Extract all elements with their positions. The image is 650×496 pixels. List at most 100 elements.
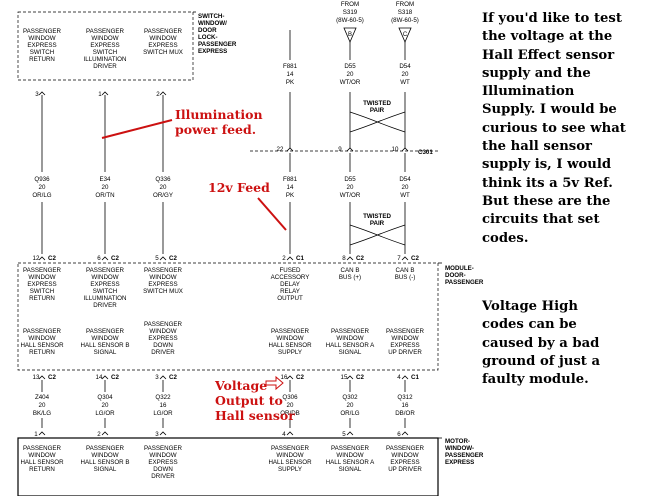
wire-label: WT xyxy=(400,79,410,86)
wire-label: Z404 xyxy=(35,394,50,401)
c301-pin-number: 10 xyxy=(392,146,399,153)
connector-pin-mark xyxy=(101,431,109,436)
connector-pin-mark xyxy=(159,375,167,380)
note-line: Illumination xyxy=(482,84,575,100)
twisted-pair-label: TWISTED xyxy=(363,100,391,107)
off-page-connector xyxy=(343,27,357,44)
wire-label: D54 xyxy=(399,63,411,70)
module-pin-label: SUPPLY xyxy=(278,349,302,356)
motor-pin-label: HALL SENSOR B xyxy=(81,459,130,466)
note-line: supply and the xyxy=(482,65,591,81)
module-connector-id: C2 xyxy=(169,374,177,381)
switch-pin-label: PASSENGER xyxy=(23,28,62,35)
connector-pin-mark xyxy=(401,256,409,261)
module-pin-label: WINDOW xyxy=(28,335,55,342)
connector-pin-mark xyxy=(159,91,167,96)
module-pin-label: ACCESSORY xyxy=(271,274,310,281)
module-pin-label: SWITCH MUX xyxy=(143,288,183,295)
switch-pin-label: SWITCH MUX xyxy=(143,49,183,56)
module-pin-number: 14 xyxy=(96,374,103,381)
module-connector-id: C1 xyxy=(411,374,419,381)
c301-label: C301 xyxy=(418,149,433,156)
connector-pin-mark xyxy=(159,431,167,436)
module-pin-label: BUS (-) xyxy=(395,274,416,281)
wire-label: PK xyxy=(286,192,295,199)
wire-label: E34 xyxy=(99,176,111,183)
wire-label: LG/OR xyxy=(95,410,115,417)
module-pin-label: HALL SENSOR xyxy=(20,342,64,349)
off-page-letter: B xyxy=(348,32,352,38)
illumination-pointer xyxy=(101,119,173,139)
module-pin-label: WINDOW xyxy=(149,328,176,335)
connector-pin-mark xyxy=(346,147,354,152)
module-pin-label: EXPRESS xyxy=(27,281,56,288)
motor-pin-label: DOWN xyxy=(153,466,173,473)
wire-label: 20 xyxy=(287,402,294,409)
switch-section-label: DOOR xyxy=(198,27,217,34)
module-pin-label: ILLUMINATION xyxy=(84,295,127,302)
note-line: think its a 5v Ref. xyxy=(482,175,613,191)
module-pin-label: EXPRESS xyxy=(148,335,177,342)
note-line: ground of just a xyxy=(482,353,601,369)
connector-pin-mark xyxy=(38,431,46,436)
off-page-connector xyxy=(398,27,412,44)
wire-label: 20 xyxy=(402,184,409,191)
motor-pin-label: SIGNAL xyxy=(339,466,362,473)
switch-pin-label: EXPRESS xyxy=(90,42,119,49)
module-connector-id: C2 xyxy=(111,255,119,262)
module-connector-id: C2 xyxy=(296,374,304,381)
motor-pin-label: WINDOW xyxy=(91,452,118,459)
twisted-pair-label: PAIR xyxy=(370,107,385,114)
from-label: (8W-60-5) xyxy=(336,17,364,24)
connector-pin-mark xyxy=(101,91,109,96)
wire-label: WT xyxy=(400,192,410,199)
motor-pin-number: 5 xyxy=(342,431,346,438)
module-pin-label: PASSENGER xyxy=(331,328,370,335)
feed-annotation: 12v Feed xyxy=(208,180,270,195)
voltage-annotation: Output to xyxy=(215,393,283,408)
motor-pin-label: EXPRESS xyxy=(148,459,177,466)
module-pin-number: 13 xyxy=(33,374,40,381)
module-connector-id: C2 xyxy=(411,255,419,262)
wire-label: Q336 xyxy=(155,176,171,183)
wire-label: D54 xyxy=(399,176,411,183)
motor-pin-label: EXPRESS xyxy=(390,459,419,466)
module-connector-id: C2 xyxy=(111,374,119,381)
motor-pin-label: PASSENGER xyxy=(23,445,62,452)
wire-label: Q936 xyxy=(34,176,50,183)
switch-section-label: SWITCH- xyxy=(198,13,224,20)
motor-section-label: MOTOR- xyxy=(445,438,470,445)
wire-label: BK/LG xyxy=(33,410,51,417)
c301-pin-number: 22 xyxy=(277,146,284,153)
wire-label: WT/OR xyxy=(340,79,361,86)
module-pin-label: WINDOW xyxy=(91,274,118,281)
module-pin-label: WINDOW xyxy=(276,335,303,342)
module-pin-label: OUTPUT xyxy=(277,295,303,302)
wire-label: 14 xyxy=(287,71,294,78)
motor-pin-label: HALL SENSOR xyxy=(20,459,64,466)
c301-pin-number: 9 xyxy=(338,146,342,153)
switch-pin-label: DRIVER xyxy=(93,63,117,70)
switch-pin-label: PASSENGER xyxy=(86,28,125,35)
wire-label: 20 xyxy=(347,184,354,191)
module-section-label: PASSENGER xyxy=(445,279,484,286)
module-connector-id: C2 xyxy=(169,255,177,262)
module-pin-label: SWITCH xyxy=(30,288,54,295)
wire-label: 20 xyxy=(347,402,354,409)
module-pin-number: 4 xyxy=(397,374,401,381)
module-pin-label: DRIVER xyxy=(151,349,175,356)
motor-pin-label: RETURN xyxy=(29,466,55,473)
wire-label: Q304 xyxy=(97,394,113,401)
motor-pin-label: HALL SENSOR A xyxy=(326,459,375,466)
switch-pin-number: 2 xyxy=(156,91,160,98)
note-line: the hall sensor xyxy=(482,139,592,155)
motor-pin-label: SIGNAL xyxy=(94,466,117,473)
wire-label: 20 xyxy=(39,402,46,409)
connector-pin-mark xyxy=(101,375,109,380)
connector-pin-mark xyxy=(286,256,294,261)
module-pin-label: PASSENGER xyxy=(144,267,183,274)
module-connector-id: C2 xyxy=(356,255,364,262)
twisted-pair-label: PAIR xyxy=(370,220,385,227)
wire-label: 20 xyxy=(402,71,409,78)
